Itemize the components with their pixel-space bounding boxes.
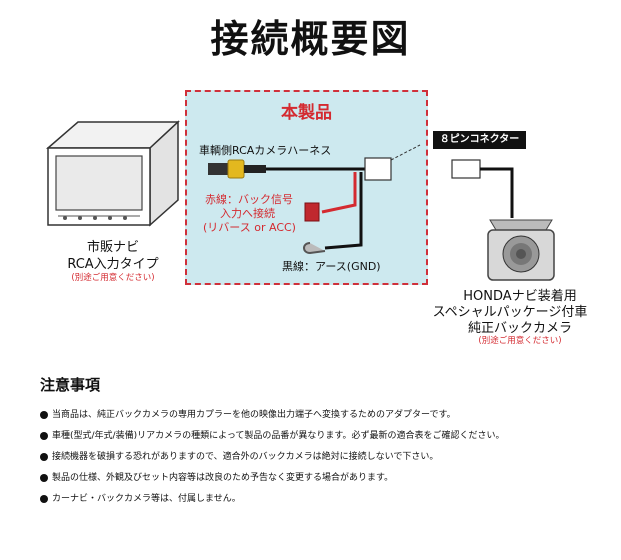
page-title: 接続概要図	[210, 17, 411, 61]
bullet-icon	[40, 410, 48, 419]
bullet-icon	[40, 473, 48, 482]
bullet-icon	[40, 431, 48, 440]
navi-caption-line2: RCA入力タイプ	[67, 257, 159, 272]
product-box-title: 本製品	[281, 103, 332, 123]
camera-note: (別途ご用意ください)	[478, 336, 562, 346]
note-item: 接続機器を破損する恐れがありますので、適合外のバックカメラは絶対に接続しないで下…	[40, 449, 438, 462]
camera-caption-line3: 純正バックカメラ	[467, 321, 572, 336]
black-wire-label: 黒線：アース(GND)	[282, 260, 381, 273]
navi-note: (別途ご用意ください)	[71, 273, 155, 283]
red-wire-label-line1: 赤線：バック信号	[205, 193, 293, 206]
harness-label: 車輌側RCAカメラハーネス	[199, 144, 332, 157]
navi-unit-illustration	[45, 120, 180, 227]
note-item: 当商品は、純正バックカメラの専用カプラーを他の映像出力端子へ変換するためのアダプ…	[40, 407, 456, 420]
camera-illustration	[487, 219, 555, 281]
eight-pin-connector	[451, 159, 481, 179]
note-item: 製品の仕様、外観及びセット内容等は改良のため予告なく変更する場合があります。	[40, 470, 393, 483]
camera-caption-line2: スペシャルパッケージ付車	[432, 305, 588, 320]
bullet-icon	[40, 494, 48, 503]
red-wire-label-line2: 入力へ接続	[220, 207, 275, 220]
notes-title: 注意事項	[40, 376, 101, 394]
note-item: カーナビ・バックカメラ等は、付属しません。	[40, 491, 241, 504]
red-wire-terminal	[304, 202, 320, 222]
connector-label: ８ピンコネクター	[433, 131, 526, 149]
camera-caption-line1: HONDAナビ装着用	[463, 289, 577, 304]
navi-caption-line1: 市販ナビ	[86, 240, 139, 255]
red-wire-label-line3: (リバース or ACC)	[203, 221, 296, 234]
note-item: 車種(型式/年式/装備)リアカメラの種類によって製品の品番が異なります。必ず最新…	[40, 428, 504, 441]
bullet-icon	[40, 452, 48, 461]
rca-plug	[208, 159, 266, 179]
adaptor-box	[364, 157, 392, 181]
